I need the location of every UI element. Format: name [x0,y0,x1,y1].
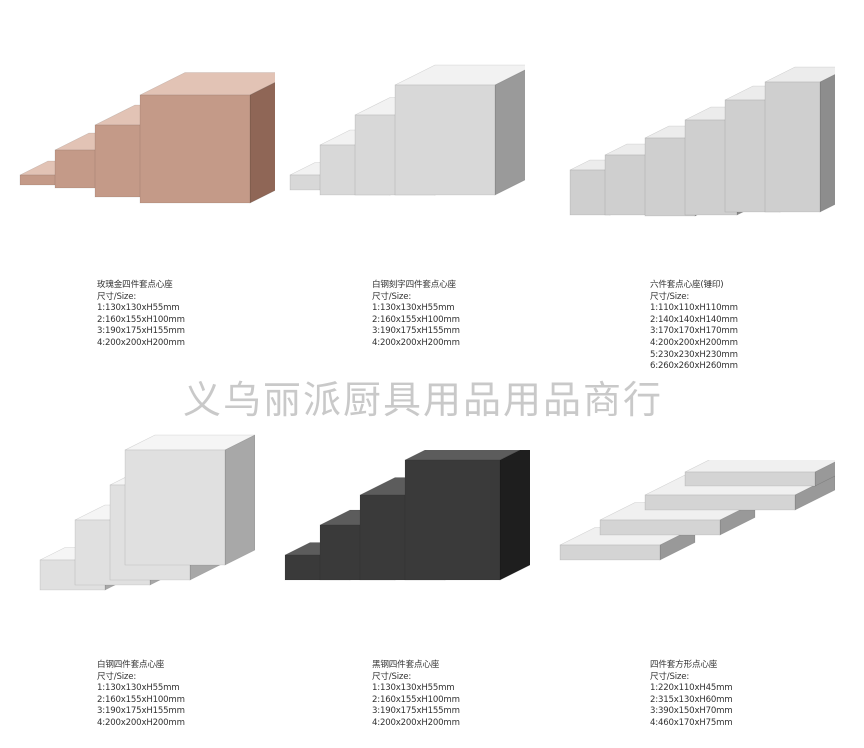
size-line: 1:130x130xH55mm [97,303,180,314]
size-line: 3:190x175xH155mm [372,706,460,717]
stand-tier [404,450,530,581]
size-label: 尺寸/Size: [650,291,690,302]
size-line: 4:200x200xH200mm [372,717,460,728]
size-line: 5:230x230xH230mm [650,349,738,360]
product-name: 白钢四件套点心座 [97,660,165,670]
size-line: 6:260x260xH260mm [650,361,738,372]
size-label: 尺寸/Size: [650,671,690,682]
stand-tier [764,66,835,213]
stand-tier [394,64,525,196]
stand-tier [124,434,255,566]
size-line: 4:460x170xH75mm [650,717,733,728]
product-image-hammered-six [569,66,835,217]
size-line: 1:220x110xH45mm [650,683,733,694]
size-line: 1:110x110xH110mm [650,303,738,314]
product-image-black-steel [284,450,530,581]
stand-tier [139,72,275,204]
size-line: 2:160x155xH100mm [372,314,460,325]
size-line: 2:140x140xH140mm [650,314,738,325]
size-line: 1:130x130xH55mm [372,303,455,314]
product-name: 黑钢四件套点心座 [372,660,440,670]
product-name: 四件套方形点心座 [650,660,718,670]
size-line: 4:200x200xH200mm [372,337,460,348]
size-line: 2:160x155xH100mm [372,694,460,705]
stand-tier [684,460,835,487]
product-image-engraved-steel [289,64,525,196]
size-line: 4:200x200xH200mm [97,717,185,728]
size-line: 3:390x150xH70mm [650,706,733,717]
size-label: 尺寸/Size: [372,291,412,302]
size-line: 3:190x175xH155mm [97,706,185,717]
size-line: 2:160x155xH100mm [97,694,185,705]
size-label: 尺寸/Size: [97,291,137,302]
product-name: 六件套点心座(锤印) [650,280,724,290]
size-label: 尺寸/Size: [97,671,137,682]
size-line: 2:160x155xH100mm [97,314,185,325]
size-label: 尺寸/Size: [372,671,412,682]
size-line: 1:130x130xH55mm [372,683,455,694]
product-image-rectangular [559,460,835,561]
product-image-rose-gold [19,72,275,204]
size-line: 1:130x130xH55mm [97,683,180,694]
size-line: 3:190x175xH155mm [97,326,185,337]
size-line: 3:190x175xH155mm [372,326,460,337]
size-line: 4:200x200xH200mm [97,337,185,348]
size-line: 4:200x200xH200mm [650,337,738,348]
size-line: 3:170x170xH170mm [650,326,738,337]
product-name: 白钢刻字四件套点心座 [372,280,456,290]
watermark: 义乌丽派厨具用品用品商行 [183,378,664,422]
product-image-white-steel [39,434,255,591]
size-line: 2:315x130xH60mm [650,694,733,705]
product-name: 玫瑰金四件套点心座 [97,280,173,290]
